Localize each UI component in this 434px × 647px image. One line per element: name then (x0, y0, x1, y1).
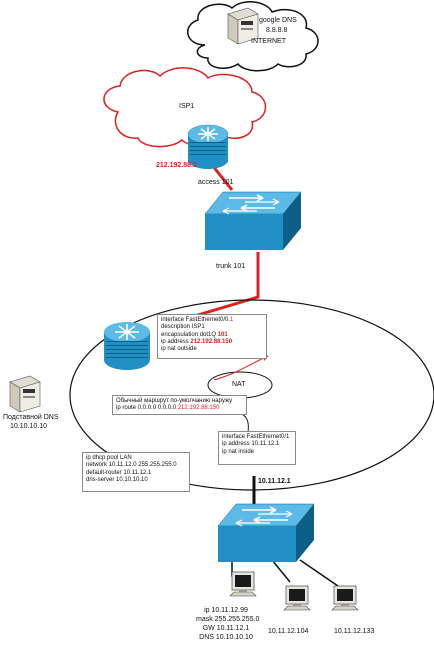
pc-icon (331, 585, 359, 611)
pc3-ip: 10.11.12.133 (334, 628, 375, 635)
pc-icon (229, 571, 257, 597)
isp-router-ip: 212.192.88.1 (156, 162, 197, 169)
pc3-link (299, 559, 339, 587)
inside-interface-box: interface FastEthernet0/1 ip address 10.… (218, 431, 296, 465)
lan-gateway-label: 10.11.12.1 (258, 478, 291, 485)
config-line: interface FastEthernet0/0.1 (161, 317, 234, 323)
route-comment: Обычный маршрут по-умолчанию наружу (116, 398, 233, 404)
inside-to-route-arrow (231, 409, 249, 433)
pc-icon (283, 585, 311, 611)
lan-switch-icon (217, 503, 315, 562)
access-label: access 101 (198, 179, 234, 186)
internet-label: INTERNET (251, 38, 286, 45)
pc2-link (271, 559, 291, 583)
pc2-ip: 10.11.12.104 (268, 628, 309, 635)
fake-dns-server-icon (9, 375, 41, 413)
default-route-box: Обычный маршрут по-умолчанию наружу ip r… (112, 395, 247, 415)
isp-switch-icon (204, 191, 302, 250)
config-line: ip address 212.192.88.150 (161, 338, 233, 345)
route-command: ip route 0.0.0.0 0.0.0.0 212.192.88.150 (116, 405, 220, 412)
nat-label: NAT (232, 381, 246, 388)
google-dns-server-icon (227, 7, 259, 45)
config-line: ip dhcp pool LAN (86, 455, 132, 461)
google-dns-name: google DNS (259, 17, 297, 24)
config-line: encapsulation dot1Q 101 (161, 331, 228, 338)
office-router-icon (104, 322, 150, 370)
office-boundary (69, 299, 434, 491)
google-dns-ip: 8.8.8.8 (266, 27, 288, 34)
config-line: default-router 10.11.12.1 (86, 469, 152, 476)
config-line: dns-server 10.10.10.10 (86, 476, 148, 483)
config-line: network 10.11.12.0 255.255.255.0 (86, 462, 177, 469)
dhcp-pool-box: ip dhcp pool LAN network 10.11.12.0 255.… (82, 452, 190, 492)
isp-cloud (103, 67, 267, 148)
isp-label: ISP1 (179, 103, 195, 110)
fake-dns-label: Подставной DNS (3, 414, 59, 421)
config-line: ip nat outside (161, 346, 197, 353)
config-line: ip nat inside (222, 448, 255, 455)
config-line: ip address 10.11.12.1 (222, 441, 280, 448)
pc1-info: ip 10.11.12.99 mask 255.255.255.0 GW 10.… (196, 607, 260, 641)
fake-dns-ip: 10.10.10.10 (10, 423, 47, 430)
trunk-label: trunk 101 (216, 263, 246, 270)
subinterface-config-box: interface FastEthernet0/0.1 description … (157, 314, 267, 359)
isp-router-icon (187, 124, 229, 169)
config-line: interface FastEthernet0/1 (222, 434, 290, 440)
config-line: description ISP1 (161, 324, 205, 331)
